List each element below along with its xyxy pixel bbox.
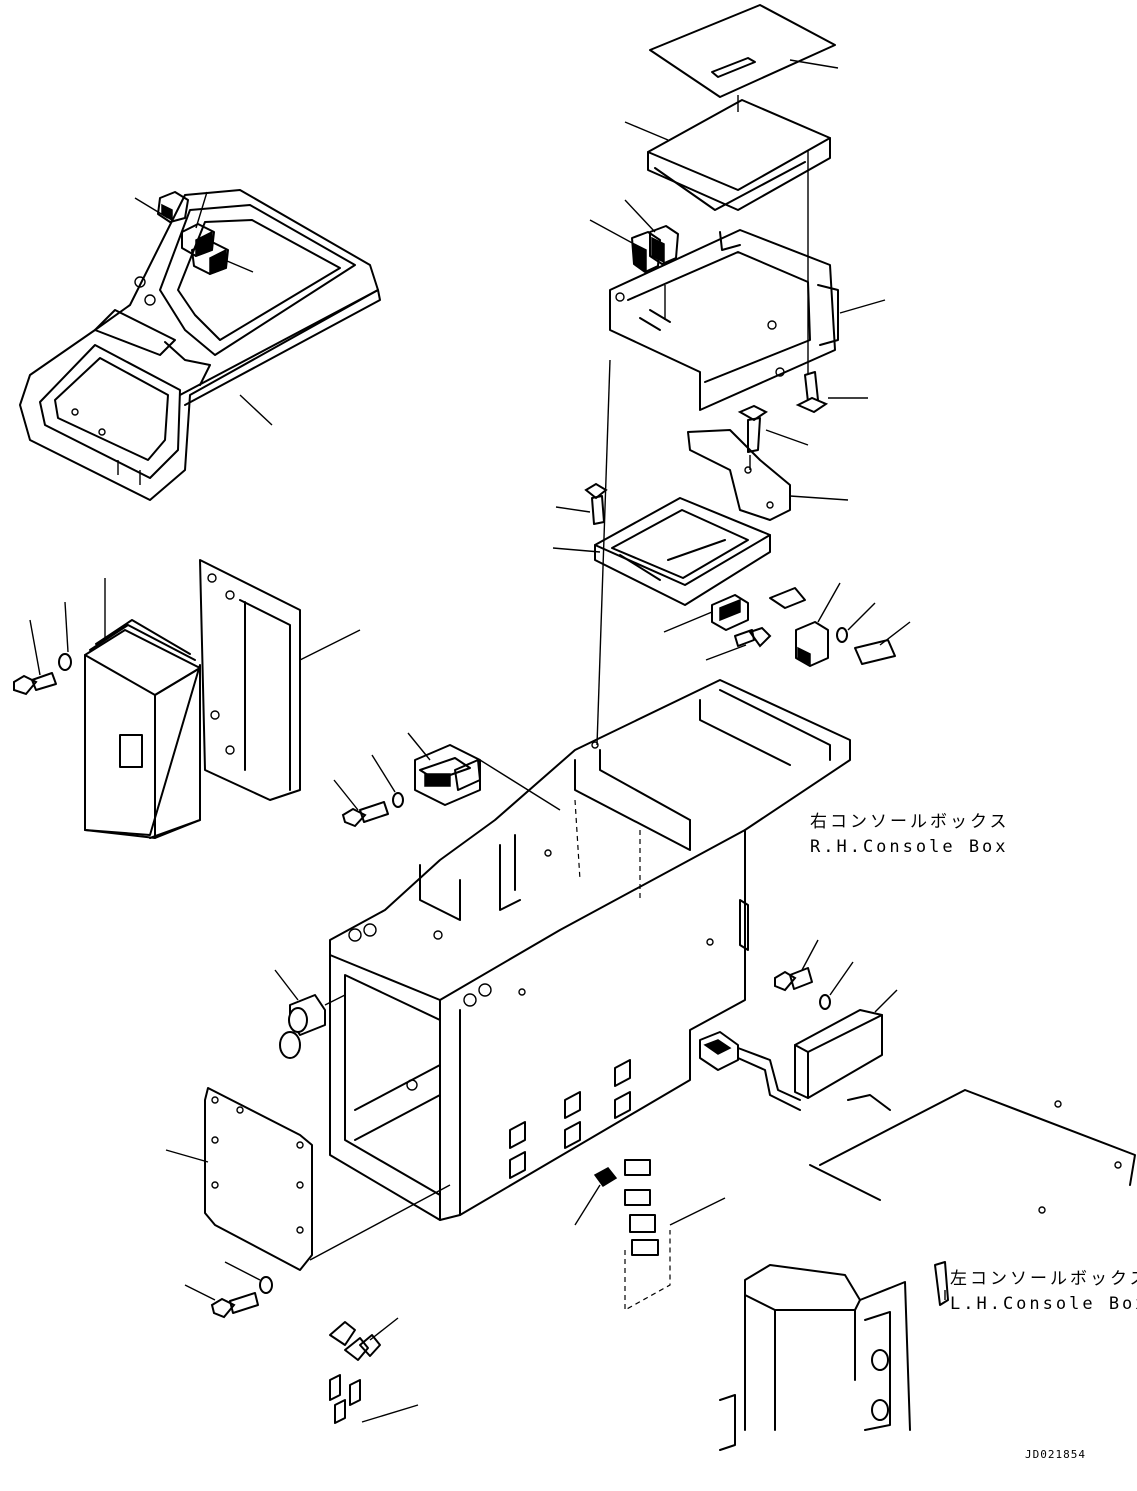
relay-and-bolt — [664, 588, 805, 660]
tray-box — [553, 498, 770, 605]
console-body — [330, 680, 850, 1220]
lh-console-label-jp: 左コンソールボックス — [950, 1269, 1137, 1289]
controller-bracket — [200, 560, 360, 800]
socket — [275, 970, 345, 1058]
fuse-block — [575, 1160, 725, 1310]
assembly-lines — [597, 150, 808, 745]
lh-console-box — [720, 1090, 1135, 1450]
armrest-switches — [590, 200, 678, 272]
lh-console-label-en: L.H.Console Box — [950, 1294, 1137, 1314]
terminals — [330, 1318, 418, 1423]
harness — [700, 940, 897, 1110]
leader-lines-monitor — [135, 192, 272, 425]
drawing-code: JD021854 — [1025, 1448, 1086, 1461]
access-plate — [166, 1088, 450, 1270]
flasher-unit — [796, 583, 910, 666]
bolt-lid — [798, 372, 868, 412]
bolt-left — [14, 602, 71, 694]
monitor-panel-cover — [20, 190, 380, 500]
bolt-bracket — [740, 406, 808, 452]
bracket-plate — [688, 430, 848, 520]
controller-box — [85, 578, 200, 838]
monitor-switches — [158, 192, 228, 274]
lid-box — [625, 95, 830, 210]
relay-module — [334, 733, 560, 826]
rh-console-label-en: R.H.Console Box — [810, 837, 1009, 857]
armrest-frame — [610, 230, 885, 410]
rh-console-label-jp: 右コンソールボックス — [810, 812, 1010, 832]
bolt-tray — [556, 484, 606, 524]
bolt-plate — [185, 1262, 272, 1317]
top-cover-plate — [650, 5, 838, 97]
